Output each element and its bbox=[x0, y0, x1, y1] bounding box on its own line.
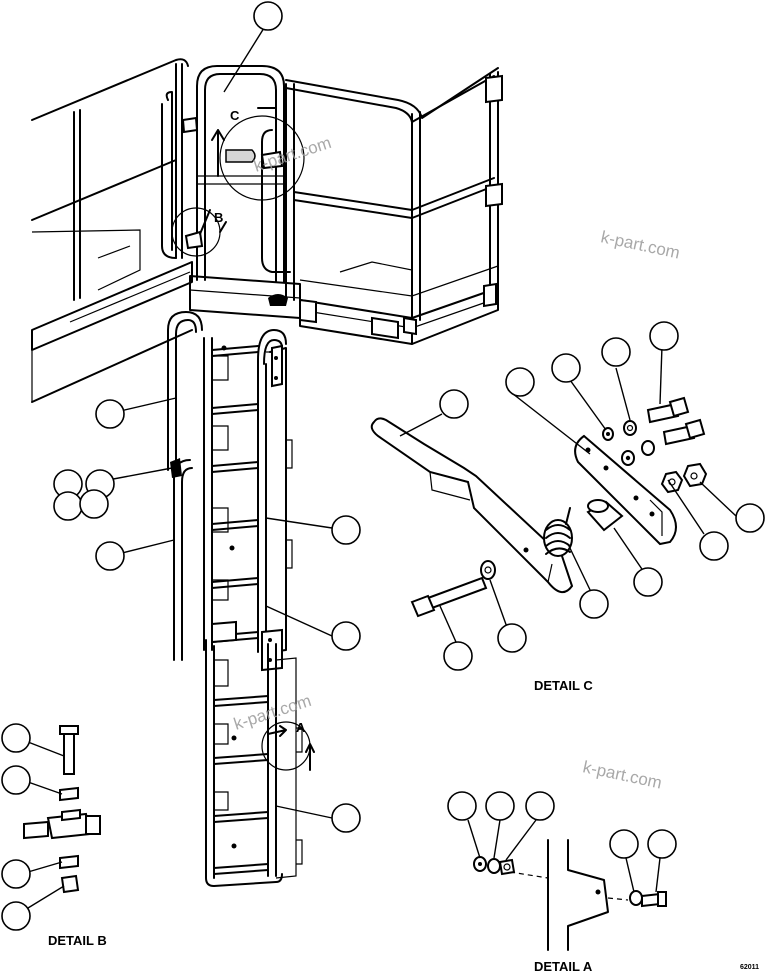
callout-bubble bbox=[525, 791, 555, 821]
view-label-b: B bbox=[214, 210, 223, 225]
callout-bubble bbox=[1, 901, 31, 931]
callout-bubble bbox=[609, 829, 639, 859]
drawing-number: 62011 bbox=[740, 964, 759, 971]
watermark: k-part.com bbox=[581, 757, 663, 792]
view-label-a: A bbox=[296, 720, 306, 735]
detail-b-parts bbox=[23, 725, 101, 894]
callout-bubble bbox=[1, 859, 31, 889]
torsion-spring bbox=[543, 507, 573, 557]
callout-bubble bbox=[439, 389, 469, 419]
upper-ladder-section bbox=[167, 311, 293, 672]
callout-leaders bbox=[27, 27, 737, 909]
callout-bubble bbox=[497, 623, 527, 653]
detail-c-parts bbox=[370, 396, 708, 618]
callout-bubble bbox=[505, 367, 535, 397]
detail-b-title: DETAIL B bbox=[48, 933, 107, 948]
watermark: k-part.com bbox=[251, 133, 333, 176]
callout-bubble bbox=[735, 503, 765, 533]
callout-bubble bbox=[95, 541, 125, 571]
callout-bubble bbox=[633, 567, 663, 597]
callout-bubbles bbox=[1, 1, 765, 931]
callout-bubble bbox=[447, 791, 477, 821]
callout-bubble bbox=[79, 489, 109, 519]
view-label-c: C bbox=[230, 108, 240, 123]
detail-a-title: DETAIL A bbox=[534, 959, 593, 973]
callout-bubble bbox=[95, 399, 125, 429]
callout-bubble bbox=[331, 515, 361, 545]
callout-bubble bbox=[647, 829, 677, 859]
callout-bubble bbox=[53, 491, 83, 521]
callout-bubble bbox=[331, 621, 361, 651]
platform-assembly bbox=[31, 58, 503, 403]
detail-a-parts bbox=[473, 839, 667, 951]
callout-bubble bbox=[579, 589, 609, 619]
callout-bubble bbox=[649, 321, 679, 351]
callout-bubble bbox=[551, 353, 581, 383]
callout-bubble bbox=[443, 641, 473, 671]
callout-bubble bbox=[1, 723, 31, 753]
callout-bubble bbox=[1, 765, 31, 795]
callout-bubble bbox=[601, 337, 631, 367]
callout-bubble bbox=[331, 803, 361, 833]
callout-bubble bbox=[485, 791, 515, 821]
lower-ladder-section bbox=[205, 639, 315, 887]
callout-bubble bbox=[253, 1, 283, 31]
callout-bubble bbox=[699, 531, 729, 561]
detail-c-title: DETAIL C bbox=[534, 678, 593, 693]
watermark: k-part.com bbox=[599, 227, 681, 262]
